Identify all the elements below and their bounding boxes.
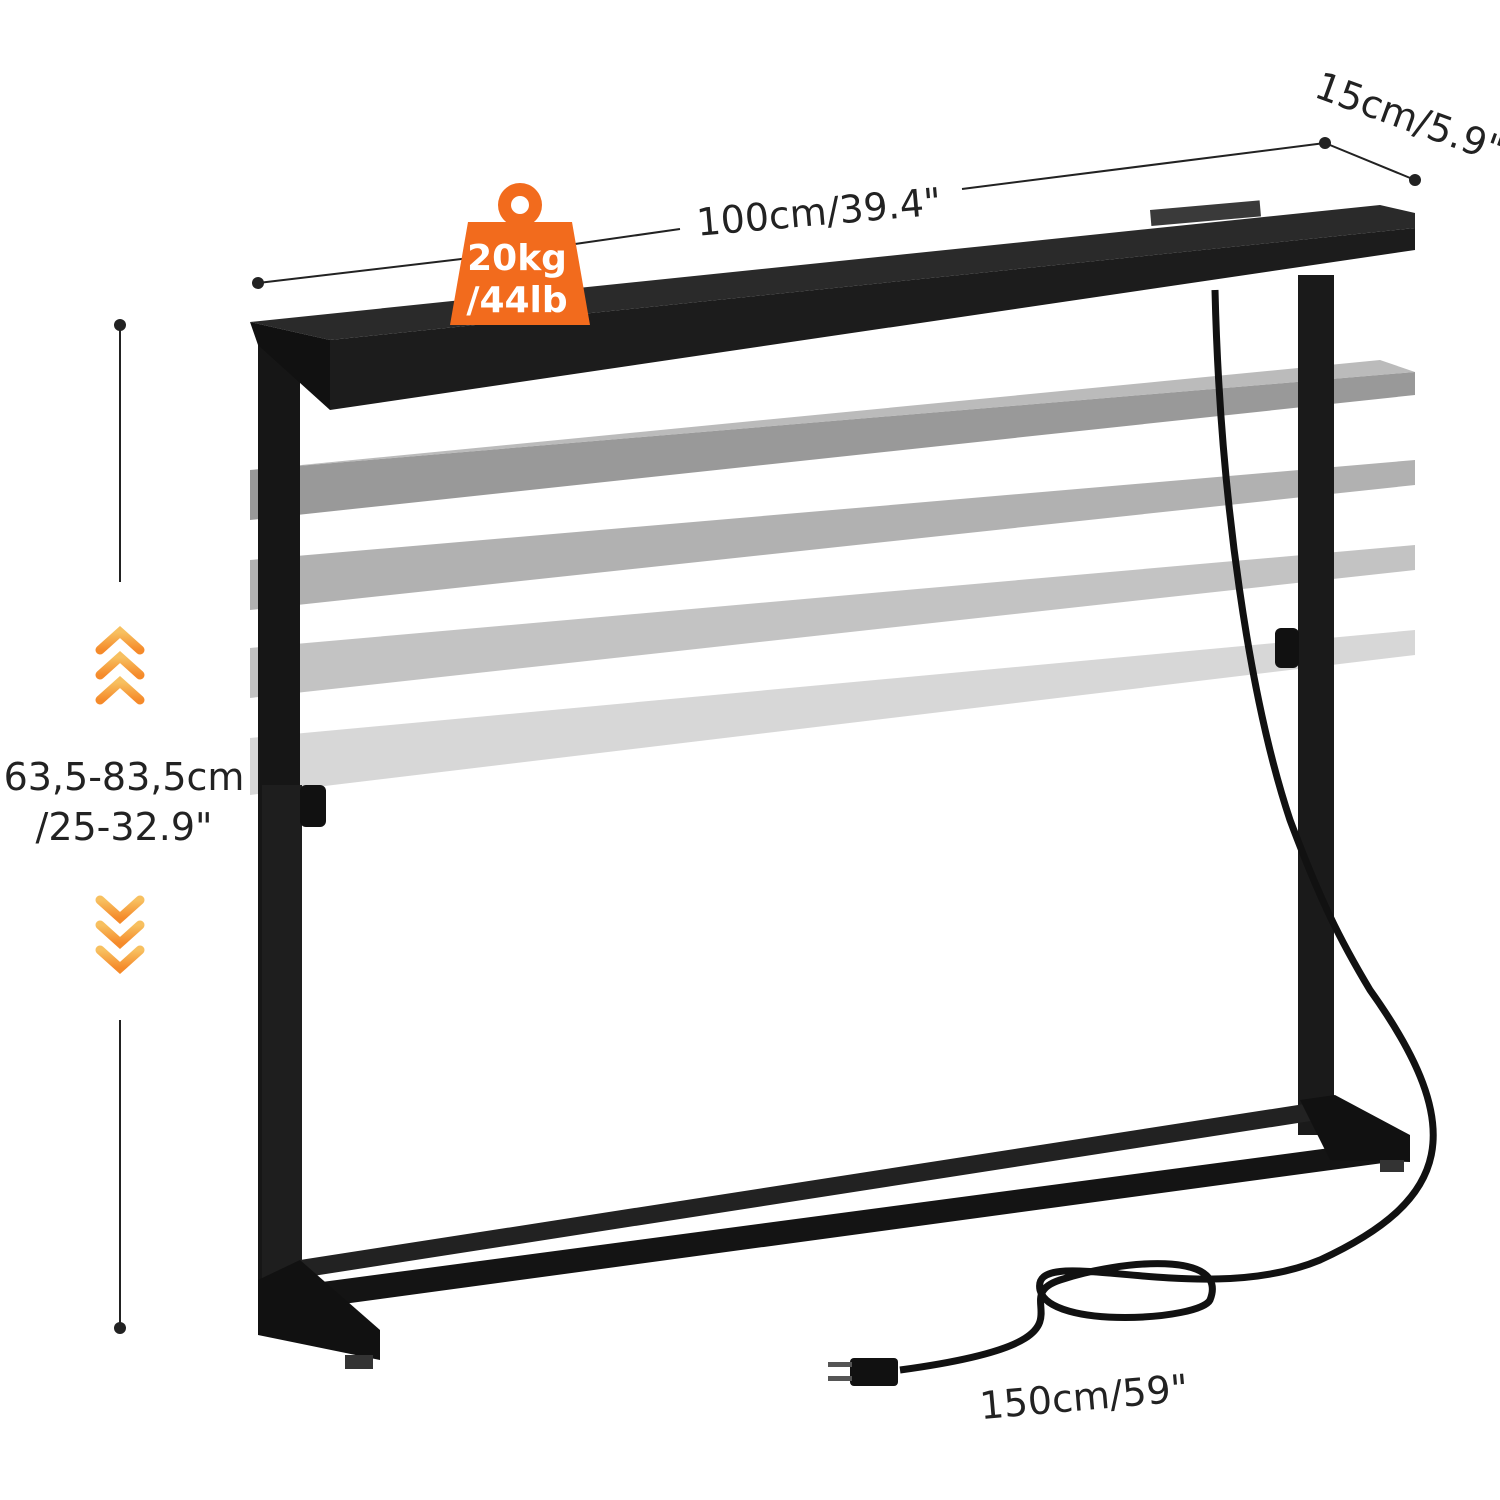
right-leg (1298, 275, 1334, 1135)
base-rear-bar (300, 1100, 1330, 1278)
dim-dot (114, 1322, 126, 1334)
right-knob (1275, 628, 1299, 668)
weight-kg: 20kg (467, 238, 567, 279)
foot-left (345, 1355, 373, 1369)
plug-icon (828, 1358, 898, 1386)
height-label-in: /25-32.9" (36, 805, 213, 849)
base-front-bar (262, 1138, 1405, 1315)
arrow-down-icon (95, 895, 145, 975)
ghost-shelf-positions (250, 360, 1415, 795)
dim-dot (114, 319, 126, 331)
ghost-shelf-4 (250, 630, 1415, 795)
width-dimension-line (257, 142, 1416, 284)
ghost-shelf-2 (250, 460, 1415, 610)
dim-dot (1409, 174, 1421, 186)
power-outlet (1149, 200, 1261, 226)
height-label-cm: 63,5-83,5cm (4, 755, 245, 799)
weight-badge: 20kg /44lb (450, 183, 590, 325)
left-leg-lower (262, 785, 302, 1335)
ghost-shelf-1 (250, 372, 1415, 520)
base-left-end (258, 1260, 380, 1360)
dim-dot (1319, 137, 1331, 149)
depth-label: 15cm/5.9" (1309, 63, 1500, 172)
ghost-shelf-1-top (250, 360, 1415, 470)
base-right-end (1300, 1095, 1410, 1162)
weight-lb: /44lb (466, 280, 567, 321)
power-cord (899, 289, 1437, 1374)
left-knob (300, 785, 326, 827)
arrow-up-icon (95, 625, 145, 705)
top-shelf-end (250, 322, 330, 410)
depth-dimension-line (1324, 142, 1416, 181)
foot-right (1380, 1160, 1404, 1172)
dim-dot (252, 277, 264, 289)
ghost-shelf-3 (250, 545, 1415, 698)
width-label: 100cm/39.4" (695, 179, 943, 244)
cord-length-label: 150cm/59" (978, 1366, 1190, 1428)
top-shelf-front (330, 228, 1415, 410)
